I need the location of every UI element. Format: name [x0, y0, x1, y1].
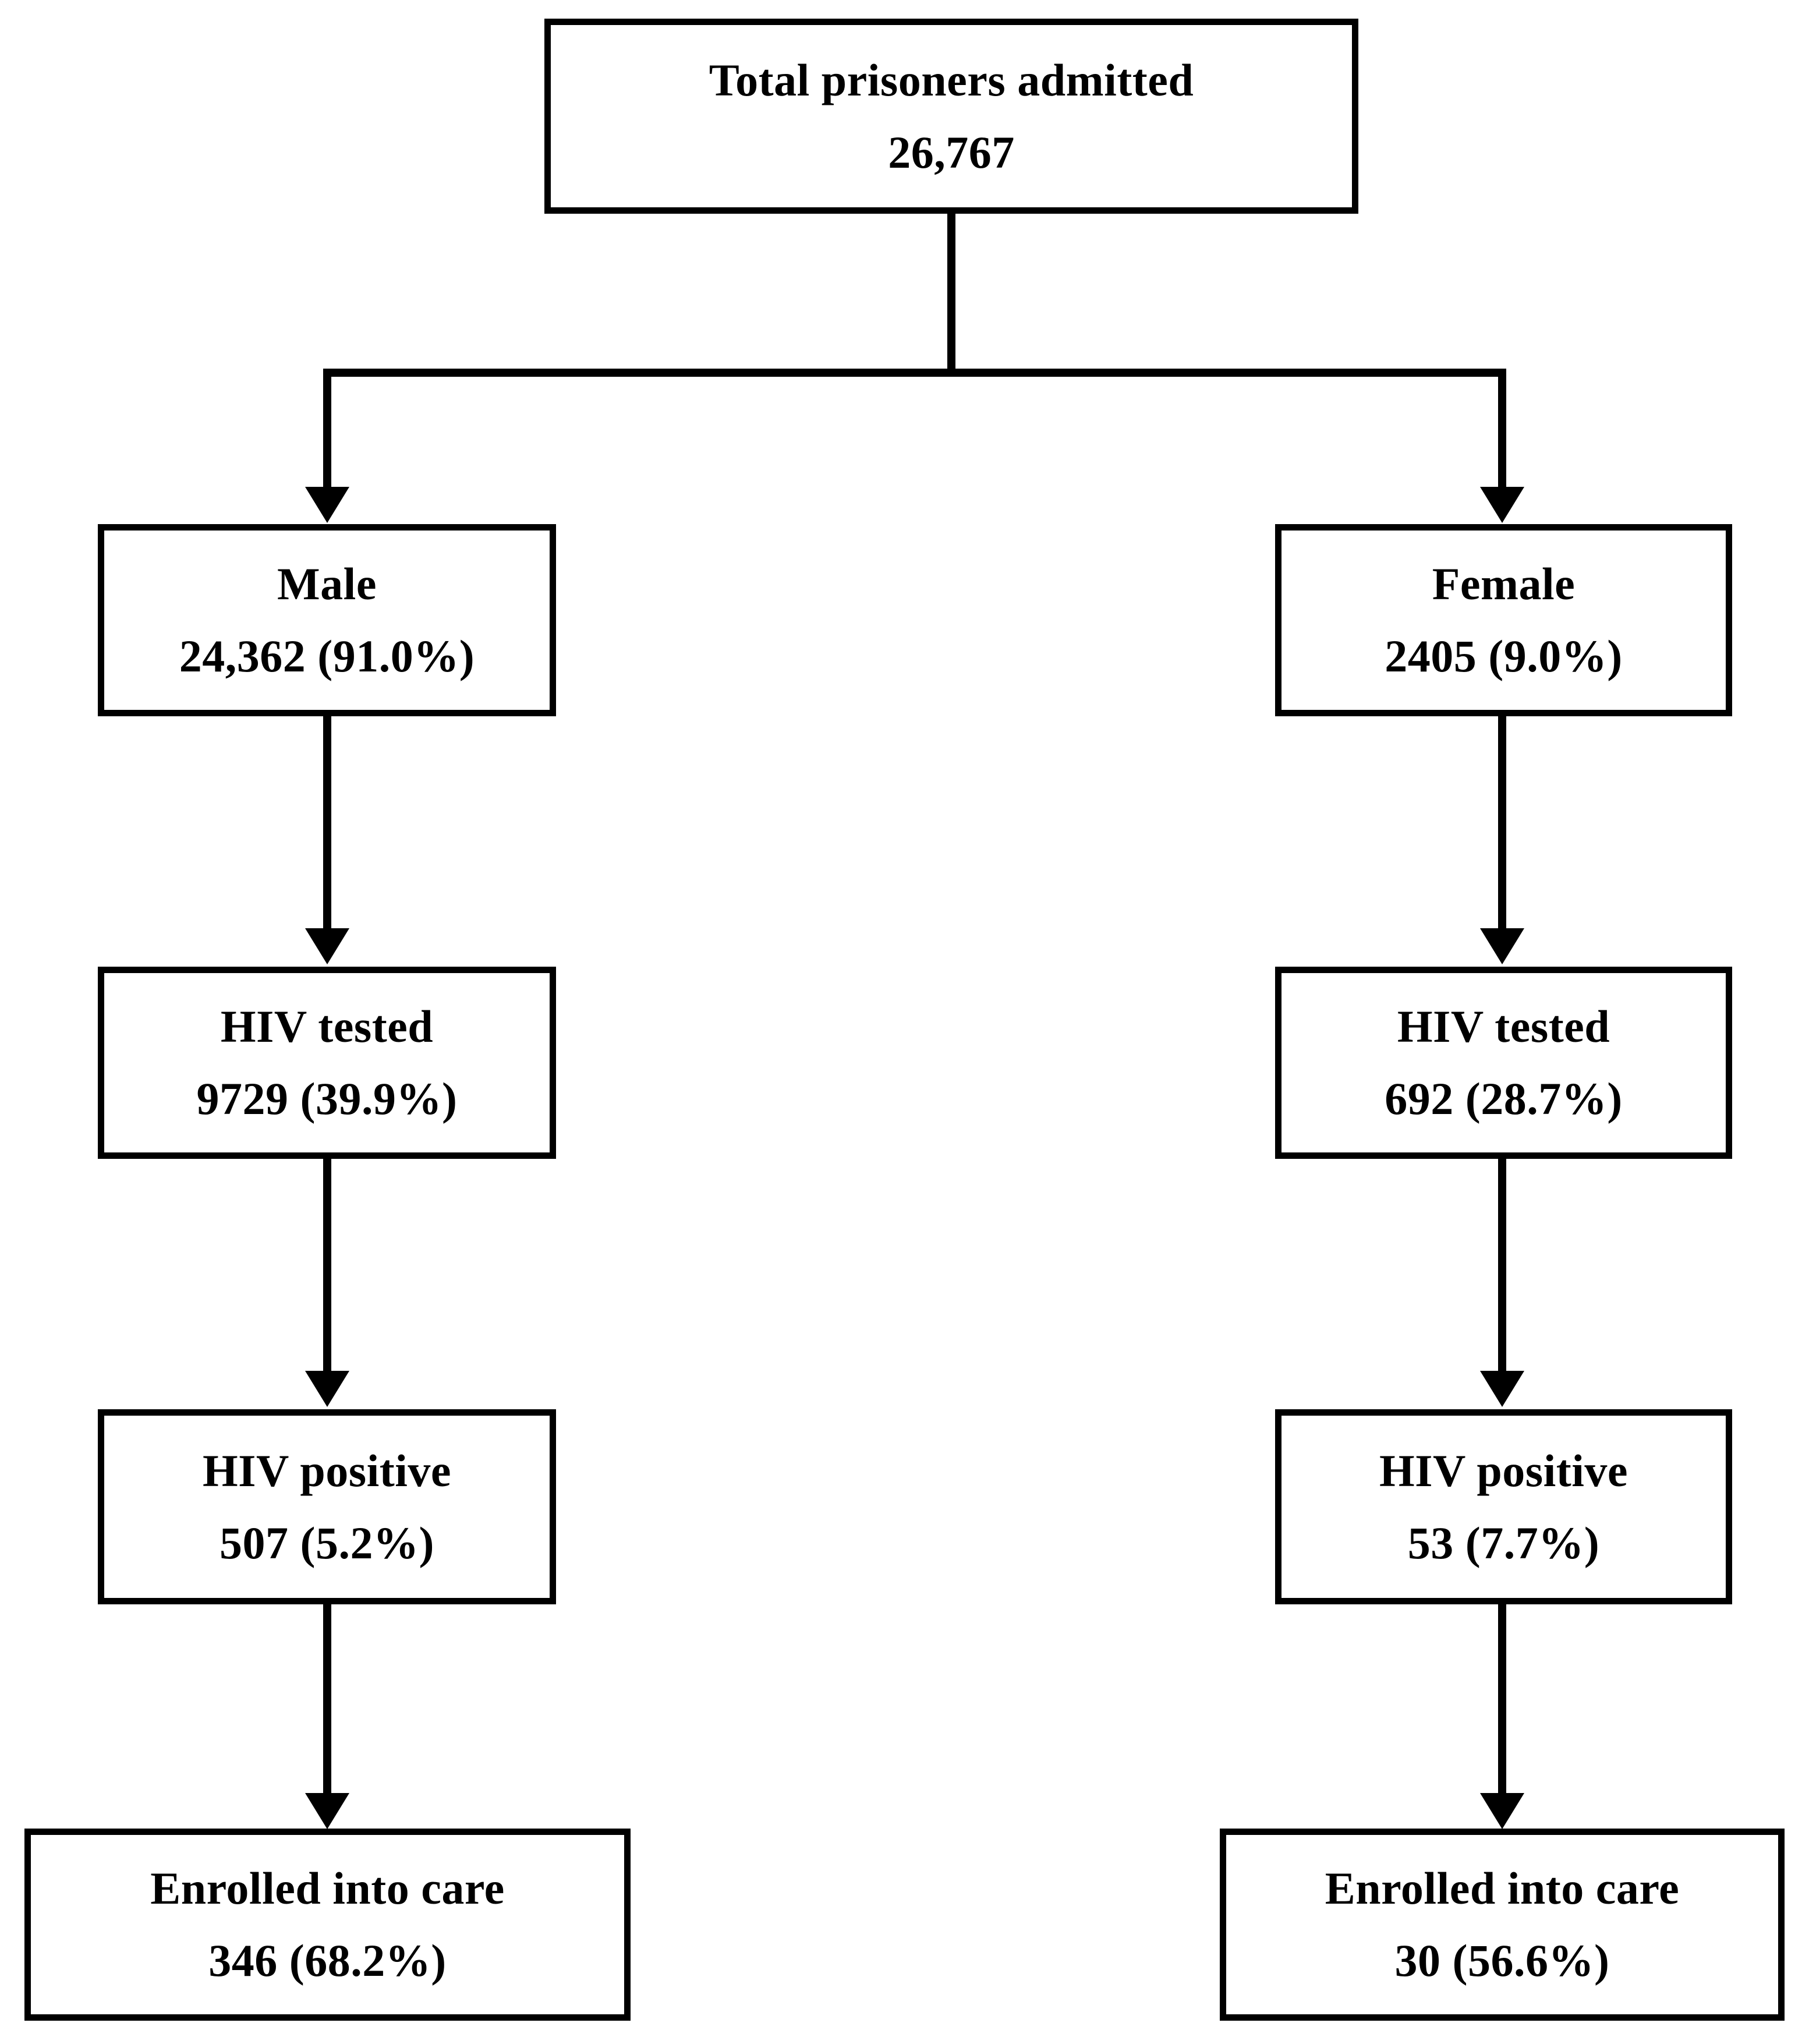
node-female-hiv-positive: HIV positive 53 (7.7%) — [1275, 1409, 1732, 1604]
arrowhead-icon — [1480, 487, 1524, 523]
node-value: 30 (56.6%) — [1394, 1935, 1610, 1986]
connector-male-to-hiv-tested — [323, 716, 331, 929]
node-label: Enrolled into care — [1325, 1863, 1680, 1914]
node-value: 9729 (39.9%) — [196, 1073, 458, 1124]
connector-female-tested-to-positive — [1498, 1159, 1506, 1371]
node-male: Male 24,362 (91.0%) — [98, 524, 556, 716]
node-male-enrolled-into-care: Enrolled into care 346 (68.2%) — [24, 1829, 631, 2021]
node-value: 346 (68.2%) — [208, 1935, 447, 1986]
node-female: Female 2405 (9.0%) — [1275, 524, 1732, 716]
node-female-hiv-tested: HIV tested 692 (28.7%) — [1275, 967, 1732, 1159]
node-label: Male — [277, 558, 377, 610]
node-value: 507 (5.2%) — [220, 1517, 434, 1568]
connector-branch-bar — [323, 369, 1506, 377]
node-male-hiv-tested: HIV tested 9729 (39.9%) — [98, 967, 556, 1159]
node-label: Female — [1432, 558, 1576, 610]
node-value: 24,362 (91.0%) — [179, 631, 475, 681]
node-female-enrolled-into-care: Enrolled into care 30 (56.6%) — [1220, 1829, 1785, 2021]
connector-female-positive-to-enrolled — [1498, 1604, 1506, 1794]
connector-male-tested-to-positive — [323, 1159, 331, 1371]
arrowhead-icon — [1480, 1793, 1524, 1829]
arrowhead-icon — [305, 1793, 349, 1829]
connector-root-to-female — [1498, 369, 1506, 488]
node-label: Total prisoners admitted — [709, 54, 1194, 105]
node-value: 26,767 — [888, 126, 1015, 178]
node-label: HIV positive — [1379, 1445, 1629, 1496]
arrowhead-icon — [305, 487, 349, 523]
node-label: Enrolled into care — [150, 1863, 505, 1914]
connector-male-positive-to-enrolled — [323, 1604, 331, 1794]
connector-root-stem — [947, 214, 955, 377]
node-total-prisoners-admitted: Total prisoners admitted 26,767 — [544, 19, 1358, 214]
node-label: HIV tested — [220, 1001, 434, 1052]
node-male-hiv-positive: HIV positive 507 (5.2%) — [98, 1409, 556, 1604]
node-label: HIV tested — [1397, 1001, 1610, 1052]
node-label: HIV positive — [202, 1445, 452, 1496]
connector-root-to-male — [323, 369, 331, 488]
node-value: 53 (7.7%) — [1407, 1517, 1600, 1568]
arrowhead-icon — [1480, 928, 1524, 964]
connector-female-to-hiv-tested — [1498, 716, 1506, 929]
arrowhead-icon — [1480, 1371, 1524, 1407]
node-value: 692 (28.7%) — [1385, 1073, 1623, 1124]
arrowhead-icon — [305, 928, 349, 964]
node-value: 2405 (9.0%) — [1385, 631, 1623, 681]
arrowhead-icon — [305, 1371, 349, 1407]
